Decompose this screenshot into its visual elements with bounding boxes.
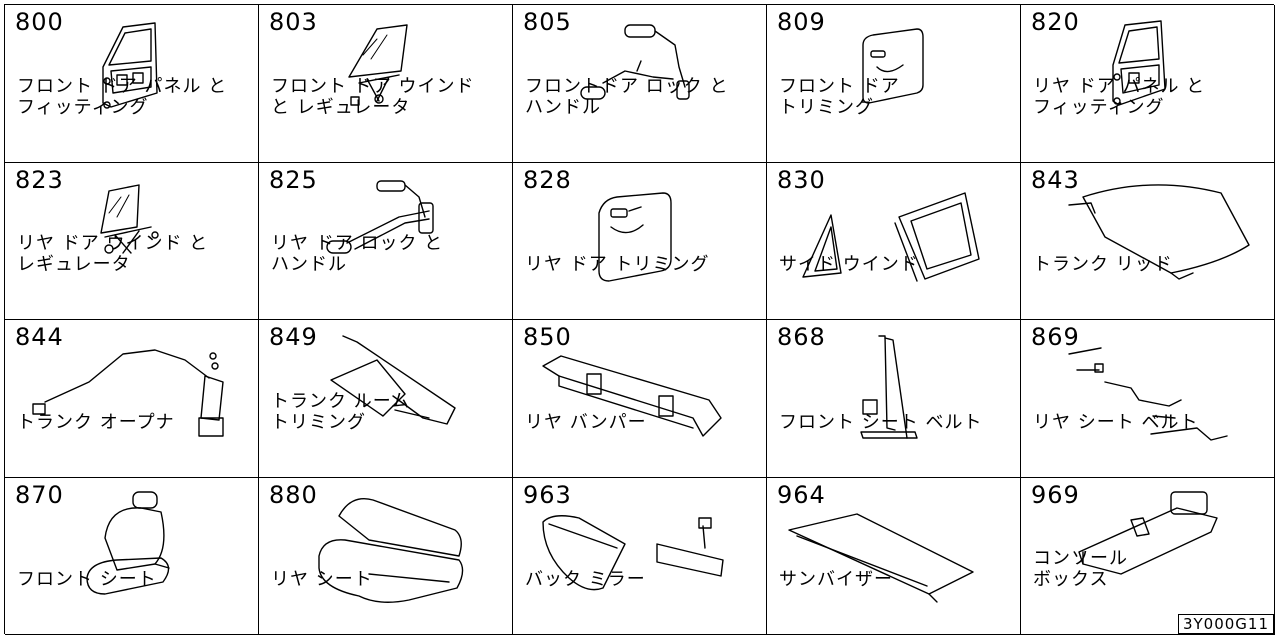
part-label: リヤ バンパー bbox=[525, 411, 647, 433]
part-cell-800[interactable]: 800 フロント ドア パネル とフィッティング bbox=[5, 5, 259, 163]
sun-visor-icon bbox=[788, 512, 974, 603]
rear-door-window-regulator-icon bbox=[100, 183, 159, 254]
part-label: トランク リッド bbox=[1033, 254, 1173, 275]
part-code: 830 bbox=[777, 165, 826, 194]
part-code: 963 bbox=[523, 480, 572, 509]
part-label: リヤ シート ベルト bbox=[1033, 411, 1199, 433]
part-cell-869[interactable]: 869 リヤ シート ベルト bbox=[1021, 320, 1275, 478]
part-label: バック ミラー bbox=[525, 569, 646, 590]
rear-bumper-icon bbox=[542, 355, 722, 437]
part-code: 850 bbox=[523, 323, 572, 351]
reference-code: 3Y000G11 bbox=[1177, 614, 1274, 634]
parts-catalog-grid: 800 フロント ドア パネル とフィッティング 803 フロント ドア ウイン… bbox=[4, 4, 1275, 635]
part-code: 880 bbox=[269, 480, 318, 509]
part-code: 800 bbox=[15, 8, 64, 36]
part-code: 969 bbox=[1031, 480, 1080, 509]
part-label: フロント ドア パネル とフィッティング bbox=[17, 75, 228, 118]
trunk-lid-icon bbox=[1068, 183, 1250, 280]
rear-seat-belt-icon bbox=[1068, 347, 1228, 441]
front-door-panel-icon bbox=[102, 22, 158, 109]
part-label: リヤ ドア パネル とフィッティング bbox=[1033, 75, 1206, 118]
part-cell-969[interactable]: 969 コンソールボックス bbox=[1021, 477, 1275, 635]
part-code: 849 bbox=[269, 323, 318, 351]
part-label: リヤ ドア ロック とハンドル bbox=[271, 233, 444, 275]
part-code: 809 bbox=[777, 8, 826, 36]
rear-door-lock-handle-icon bbox=[326, 179, 434, 254]
part-code: 828 bbox=[523, 165, 572, 194]
front-door-trim-icon bbox=[862, 28, 924, 104]
front-seat-icon bbox=[86, 490, 170, 595]
part-label: コンソールボックス bbox=[1033, 548, 1128, 590]
part-cell-825[interactable]: 825 リヤ ドア ロック とハンドル bbox=[259, 162, 513, 320]
part-label: フロント ドア ウインドと レギュレータ bbox=[271, 75, 475, 118]
part-label: トランク ルームトリミング bbox=[271, 390, 411, 433]
part-cell-803[interactable]: 803 フロント ドア ウインドと レギュレータ bbox=[259, 5, 513, 163]
trunk-opener-icon bbox=[32, 349, 224, 437]
part-code: 820 bbox=[1031, 8, 1080, 36]
front-door-lock-handle-icon bbox=[580, 24, 690, 100]
part-label: トランク オープナ bbox=[17, 411, 175, 433]
part-cell-843[interactable]: 843 トランク リッド bbox=[1021, 162, 1275, 320]
part-cell-880[interactable]: 880 リヤ シート bbox=[259, 477, 513, 635]
part-code: 805 bbox=[523, 8, 572, 36]
rear-door-panel-icon bbox=[1112, 20, 1166, 106]
part-label: リヤ ドア トリミング bbox=[525, 254, 710, 275]
part-cell-820[interactable]: 820 リヤ ドア パネル とフィッティング bbox=[1021, 5, 1275, 163]
part-code: 825 bbox=[269, 165, 318, 194]
part-label: フロント ドアトリミング bbox=[779, 75, 900, 118]
part-code: 843 bbox=[1031, 165, 1080, 194]
part-code: 823 bbox=[15, 165, 64, 194]
rear-door-trim-icon bbox=[598, 191, 672, 282]
rear-seat-icon bbox=[318, 497, 464, 603]
part-cell-844[interactable]: 844 トランク オープナ bbox=[5, 320, 259, 478]
part-label: フロントドア ロック とハンドル bbox=[525, 75, 729, 118]
part-cell-849[interactable]: 849 トランク ルームトリミング bbox=[259, 320, 513, 478]
part-code: 964 bbox=[777, 480, 826, 509]
part-code: 868 bbox=[777, 323, 826, 351]
part-cell-809[interactable]: 809 フロント ドアトリミング bbox=[767, 5, 1021, 163]
part-cell-850[interactable]: 850 リヤ バンパー bbox=[513, 320, 767, 478]
part-code: 803 bbox=[269, 8, 318, 36]
part-cell-870[interactable]: 870 フロント シート bbox=[5, 477, 259, 635]
console-box-icon bbox=[1078, 490, 1218, 575]
part-cell-868[interactable]: 868 フロント シート ベルト bbox=[767, 320, 1021, 478]
part-label: フロント シート ベルト bbox=[779, 411, 983, 433]
part-label: サイド ウインド bbox=[779, 254, 919, 275]
part-code: 870 bbox=[15, 480, 64, 509]
front-seat-belt-icon bbox=[860, 335, 918, 439]
part-cell-828[interactable]: 828 リヤ ドア トリミング bbox=[513, 162, 767, 320]
part-cell-963[interactable]: 963 バック ミラー bbox=[513, 477, 767, 635]
part-cell-830[interactable]: 830 サイド ウインド bbox=[767, 162, 1021, 320]
side-window-icon bbox=[802, 191, 980, 282]
part-code: 844 bbox=[15, 323, 64, 351]
front-door-window-regulator-icon bbox=[348, 24, 408, 106]
part-cell-964[interactable]: 964 サンバイザー bbox=[767, 477, 1021, 635]
rear-view-mirror-icon bbox=[542, 514, 724, 590]
part-label: フロント シート bbox=[17, 569, 157, 590]
trunk-room-trim-icon bbox=[330, 335, 456, 425]
part-label: リヤ シート bbox=[271, 569, 373, 590]
part-cell-805[interactable]: 805 フロントドア ロック とハンドル bbox=[513, 5, 767, 163]
part-cell-823[interactable]: 823 リヤ ドア ウインド とレギュレータ bbox=[5, 162, 259, 320]
part-label: リヤ ドア ウインド とレギュレータ bbox=[17, 233, 209, 275]
part-code: 869 bbox=[1031, 323, 1080, 351]
part-label: サンバイザー bbox=[779, 569, 893, 590]
